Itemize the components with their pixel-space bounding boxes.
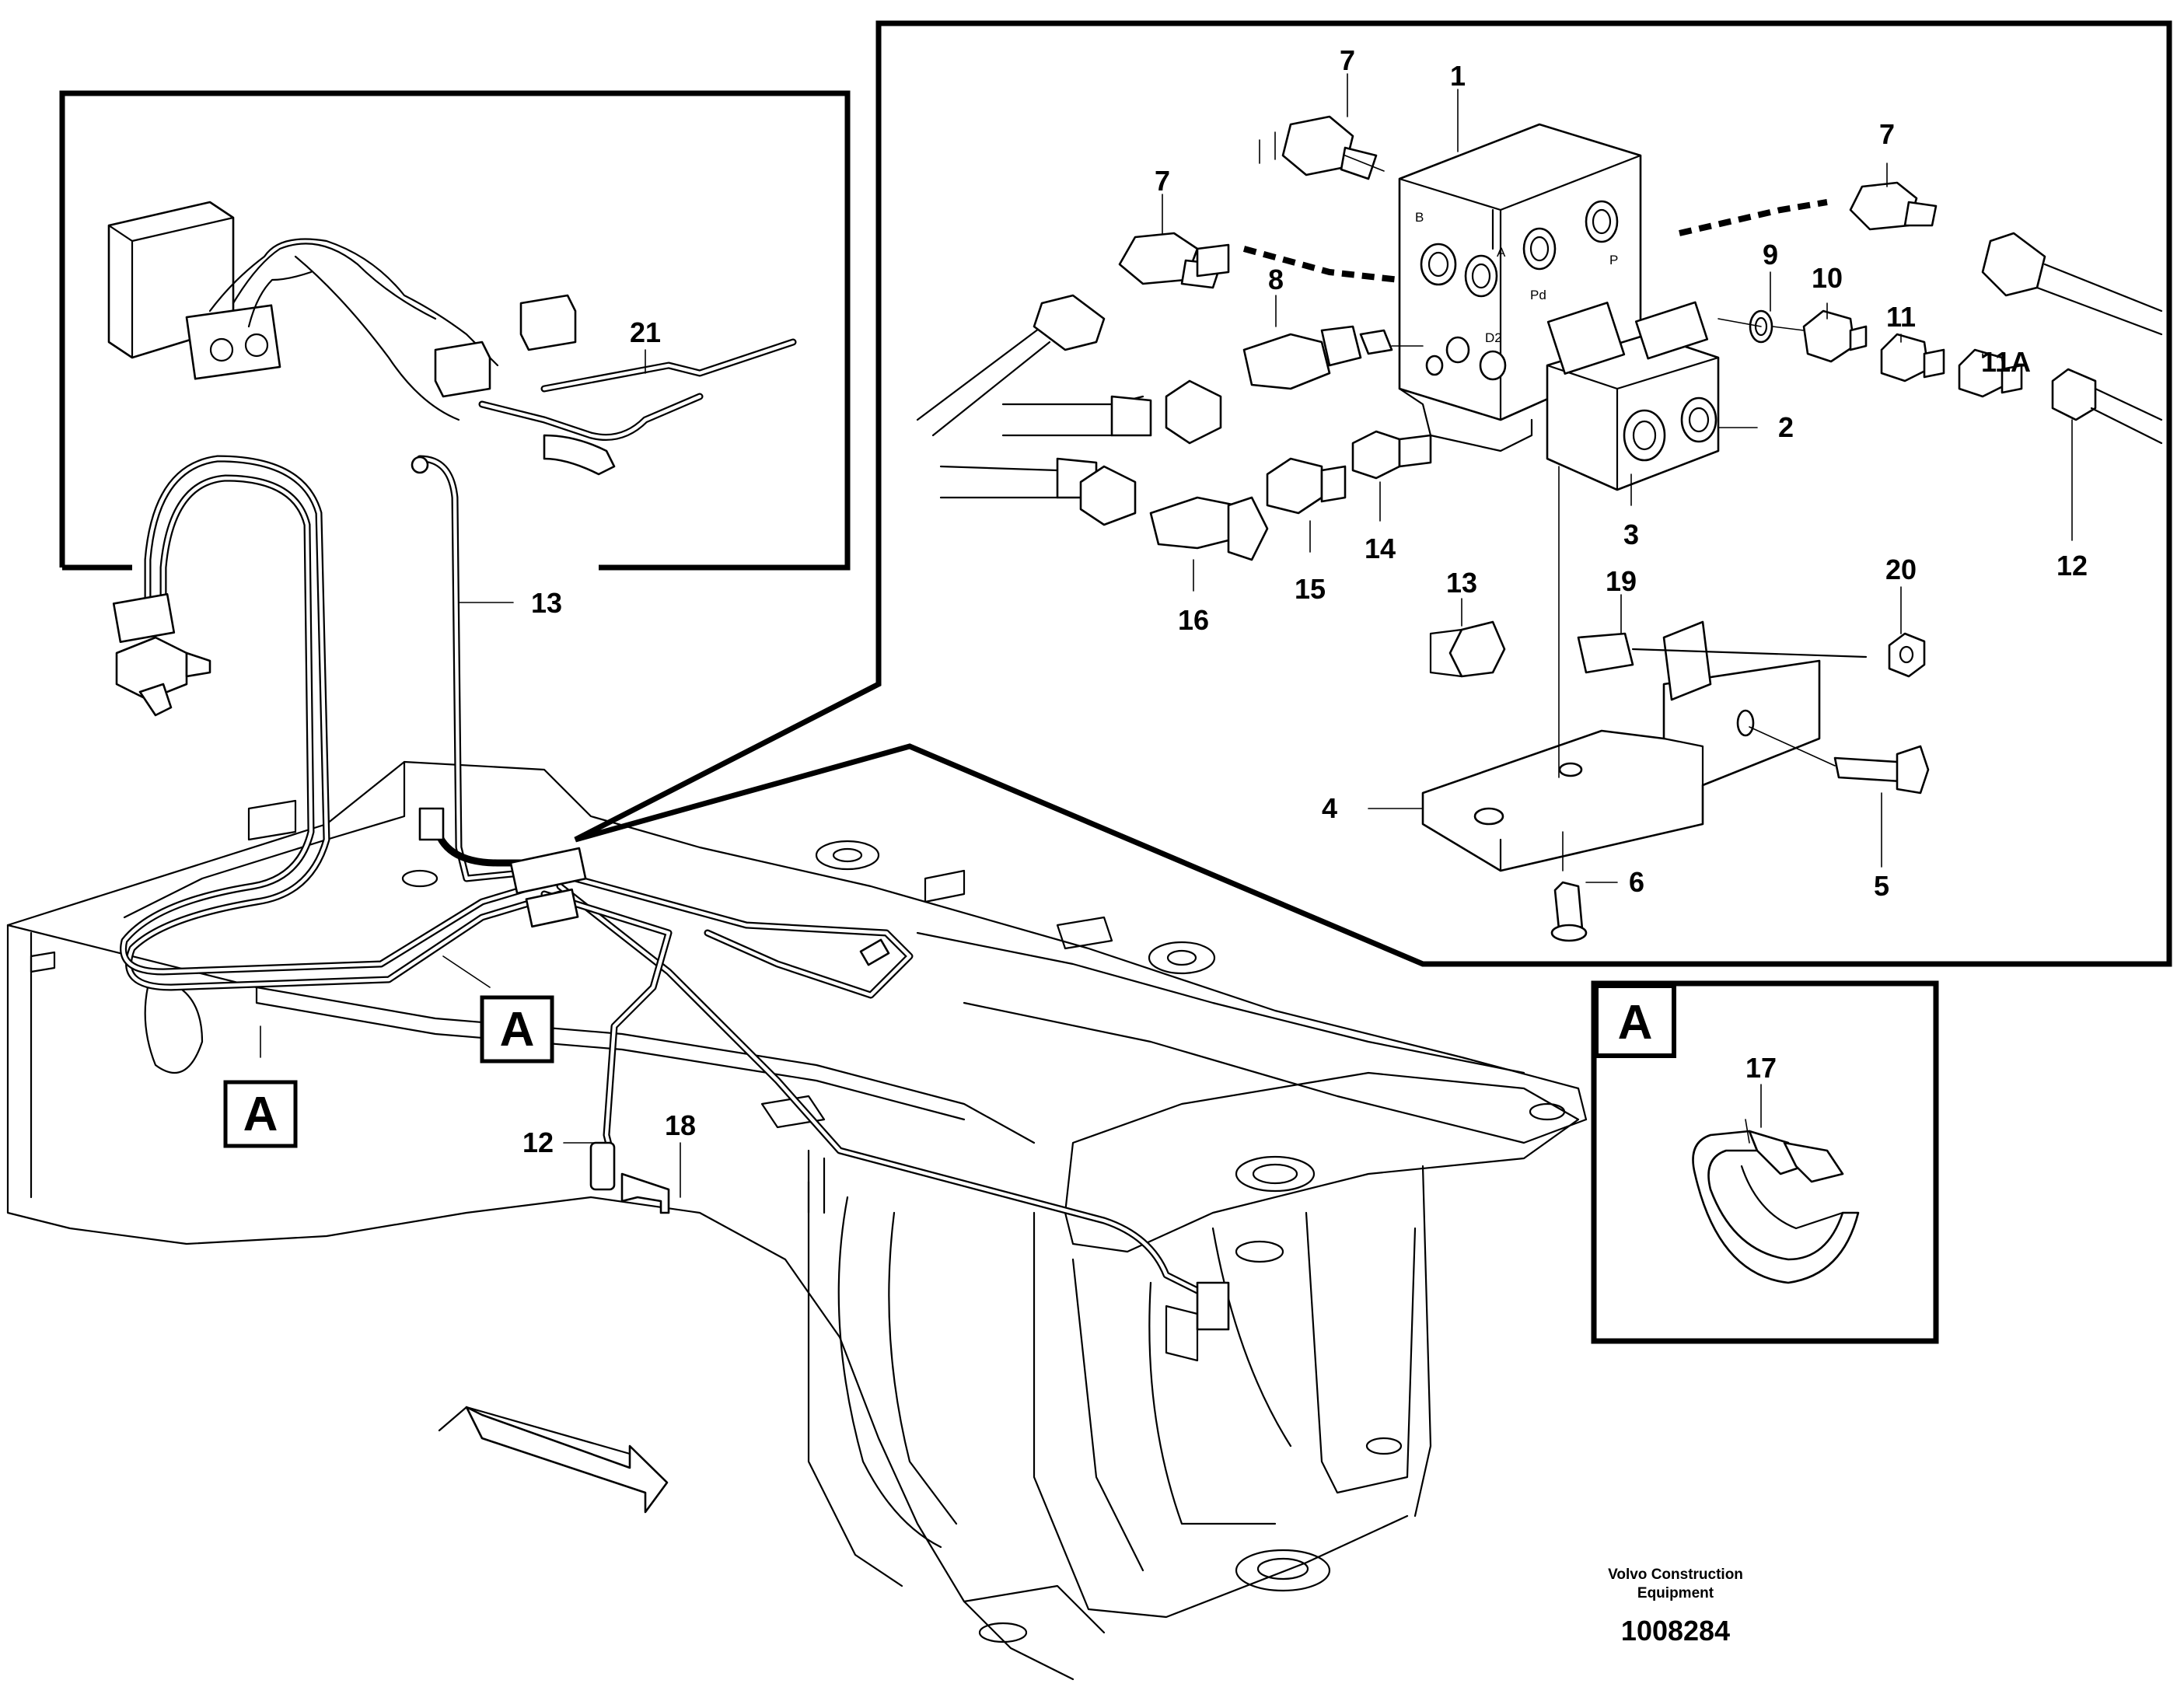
callout-12-inset: 12 [2056,550,2088,582]
callout-12-main: 12 [522,1126,554,1158]
callout-16: 16 [1178,604,1209,636]
callout-7-right: 7 [1879,118,1895,150]
forward-direction-arrow [438,1406,669,1514]
callout-19: 19 [1606,565,1637,597]
port-a: A [1497,245,1506,260]
view-a-label-3: A [1618,996,1653,1050]
callout-15: 15 [1295,573,1326,605]
port-pd: Pd [1530,288,1546,302]
callouts: 1 2 3 4 5 6 7 7 7 8 9 10 11 11A 12 12 13… [522,44,2088,1158]
view-a-label-2: A [243,1088,278,1141]
callout-13-main: 13 [531,587,562,619]
callout-7-top: 7 [1340,44,1355,76]
pressure-switch [112,593,211,717]
callout-18: 18 [665,1109,696,1141]
port-b: B [1415,210,1424,225]
view-a-box-2 [223,1080,298,1148]
callout-17: 17 [1745,1052,1777,1084]
callout-11: 11 [1886,301,1916,333]
inset-valve-exploded [574,20,2172,967]
callout-8: 8 [1268,264,1284,295]
inset-solenoid-wiring [59,90,851,571]
hose-routing [120,455,1230,1331]
callout-10: 10 [1812,262,1843,294]
manufacturer-line-1: Volvo Construction [1608,1567,1743,1583]
callout-1: 1 [1450,60,1466,92]
callout-2: 2 [1778,411,1794,443]
callout-4: 4 [1322,792,1337,824]
callout-14: 14 [1365,533,1396,564]
callout-5: 5 [1874,870,1889,902]
inset-hose-clamp [1591,980,1939,1344]
port-p: P [1609,253,1618,267]
manufacturer-line-2: Equipment [1637,1585,1714,1601]
callout-9: 9 [1763,239,1778,271]
document-number: 1008284 [1621,1615,1730,1647]
view-a-box-1 [480,995,554,1064]
view-a-label-1: A [500,1003,535,1057]
callout-3: 3 [1623,519,1639,550]
callout-20: 20 [1885,554,1917,585]
loader-frame [6,760,1588,1681]
callout-21: 21 [630,316,661,348]
view-labels: A A A [223,995,1653,1148]
callout-11a: 11A [1981,346,2031,378]
footer: Volvo Construction Equipment 1008284 [1608,1567,1743,1647]
callout-7-left: 7 [1155,165,1170,197]
port-labels: B A Pd P D2 [1415,210,1618,345]
callout-6: 6 [1629,866,1644,898]
callout-13-inset: 13 [1446,567,1477,599]
port-d2: D2 [1485,330,1502,345]
leader-lines [260,73,2073,1198]
